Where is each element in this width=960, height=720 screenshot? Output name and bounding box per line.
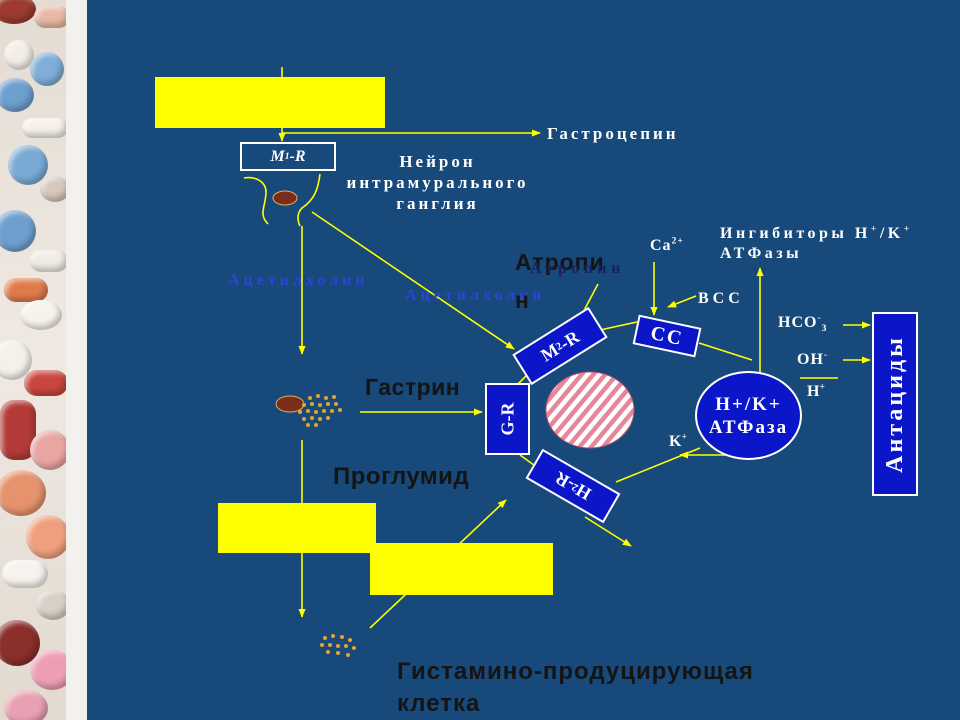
pump-inhibitors-text-a: Ингибиторы H [720,225,871,242]
gastrin-label: Гастрин [365,374,461,400]
pill [4,690,48,720]
calcium-charge: 2+ [671,235,684,247]
hydroxide-base: OH [797,351,824,368]
pill [8,145,48,185]
neuron-label-line: интрамурального [346,173,529,192]
bicarbonate-charge: - [817,312,822,324]
m1-receptor-suffix: -R [289,147,306,165]
gastrocepin-label: Гастроцепин [547,124,679,143]
atropine-label-large-wrap: н [515,287,529,313]
potassium-charge: + [681,431,687,443]
atropine-label-large: Атропи [515,249,605,275]
proton-pump: H+/K+ АТФаза [695,371,802,460]
pill [34,6,66,28]
pill [0,78,34,112]
proglumide-label: Проглумид [333,463,470,490]
hydroxide-label: OH- [797,349,829,368]
slide-margin [66,0,87,720]
gastrin-receptor-label: G-R [497,402,518,436]
calcium-base: Ca [650,237,672,254]
yellow-label-box-middle [218,503,376,553]
pump-inhibitors-line2: АТФазы [720,245,803,262]
acetylcholine-label-left: Ацетилхолин [228,272,369,289]
neuron-label: Нейрон интрамурального ганглия [330,151,545,214]
pills-photo-strip [0,0,66,720]
pill [30,52,64,86]
pill [4,278,48,302]
pump-inhibitors-text-b: /K [879,225,904,242]
histamine-cell-label-line: Гистамино-продуцирующая [397,658,754,685]
nucleus-hatched [545,371,635,449]
h2-receptor-sub: 2 [569,480,581,494]
neuron-body [272,190,298,206]
neuron-label-line: ганглия [396,194,479,213]
neuron-outline [243,173,321,227]
parietal-cell-outline [517,321,753,483]
pill [36,590,66,620]
histamine-cell-label: Гистамино-продуцирующая клетка [397,656,754,720]
yellow-label-box-top [155,77,385,128]
pill [26,515,66,559]
potassium-label: K+ [669,431,687,450]
bcc-label: ВСС [698,290,744,307]
m1-receptor-base: M [270,147,285,165]
pump-inhibitors-line1: Ингибиторы H+/K+ [720,224,913,244]
proton-base: H [807,383,820,400]
calcium-label: Ca2+ [650,235,684,254]
proton-pump-line: H+/K+ [715,393,782,415]
proton-label: H+ [807,381,825,400]
proton-pump-line: АТФаза [708,416,789,438]
h2-output-arrow [584,516,632,547]
atropine-label-small: Атропин [530,260,625,277]
pill [4,40,34,70]
pill [30,250,66,272]
hydroxide-charge: - [823,349,829,361]
bicarbonate-sub: 3 [821,323,828,335]
acetylcholine-label-right: Ацетилхолин [405,287,546,304]
gastrin-cell-body [275,395,305,413]
bicarbonate-base: HCO [778,314,818,331]
bcc-arrow [667,295,697,308]
cc-receptor-label: CC [648,321,686,351]
neuron-label-line: Нейрон [399,152,476,171]
gastrin-granules [298,394,342,427]
gastrin-receptor: G-R [485,383,530,455]
pill [24,370,66,396]
antacids-label: Антациды [882,335,908,473]
pill [22,118,66,138]
pump-inhibitors-sup-b: + [903,223,913,235]
proton-charge: + [819,381,825,393]
pill [30,430,66,470]
pump-inhibitors-label: Ингибиторы H+/K+ АТФазы [720,224,913,264]
yellow-label-box-bottom [370,543,553,595]
histamine-granules [320,634,356,657]
pill [40,176,66,202]
pill [2,560,48,588]
antacids-box: Антациды [872,312,918,496]
pill [0,210,36,252]
histamine-cell-label-line: клетка [397,690,481,717]
acetylcholine-to-m2-arrow [311,211,515,350]
bicarbonate-label: HCO-3 [778,312,828,335]
pump-inhibitors-sup-a: + [870,223,880,235]
pill [0,470,46,516]
pill [30,650,66,690]
potassium-base: K [669,433,682,450]
pill [20,300,62,330]
